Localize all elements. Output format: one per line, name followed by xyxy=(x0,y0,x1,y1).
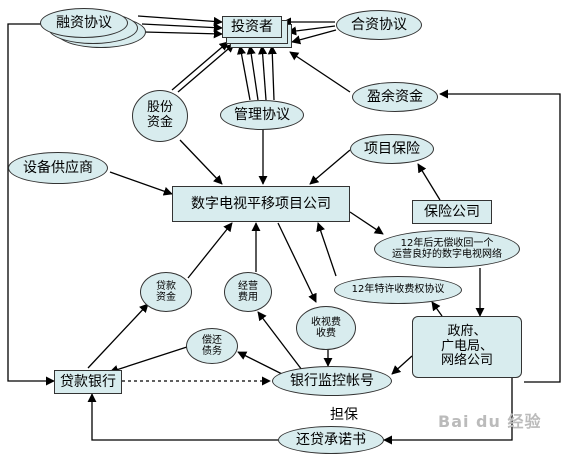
edge-equip-company xyxy=(109,171,173,196)
project-company-node: 数字电视平移项目公司 xyxy=(172,186,350,222)
repayment-commitment-label: 还贷承诺书 xyxy=(296,431,366,448)
edge-loanfund-company xyxy=(187,222,233,279)
edge-monitor-repay xyxy=(237,351,283,375)
operating-cost-label: 经营 费用 xyxy=(238,280,258,304)
equity-fund-label: 股份 资金 xyxy=(146,100,173,130)
edge-financing-investor-2 xyxy=(141,23,223,33)
financing-agreement-node: 融资协议 xyxy=(40,8,128,38)
edge-monitor-opcost xyxy=(257,311,303,371)
edge-financing-investor-1 xyxy=(137,15,223,26)
edge-equity-investor-2 xyxy=(177,43,235,93)
edge-surplus-investor xyxy=(289,51,351,93)
insurance-company-label: 保险公司 xyxy=(424,203,480,220)
subscription-fee-label: 收视费 收费 xyxy=(311,316,341,340)
subscription-fee-node: 收视费 收费 xyxy=(296,306,356,350)
charge-right-label: 12年特许收费权协议 xyxy=(351,284,445,296)
edge-equity-investor-1 xyxy=(171,41,229,91)
network-return-label: 12年后无偿收回一个 运营良好的数字电视网络 xyxy=(392,237,502,261)
edge-equity-company xyxy=(179,139,223,185)
surplus-fund-label: 盈余资金 xyxy=(367,88,423,105)
government-label: 政府、 广电局、 网络公司 xyxy=(440,323,493,369)
loan-fund-label: 贷款 资金 xyxy=(156,280,176,304)
jv-agreement-label: 合资协议 xyxy=(351,16,407,33)
insurance-company-node: 保险公司 xyxy=(412,200,492,224)
operating-cost-node: 经营 费用 xyxy=(224,272,272,312)
edge-jv-investor-3 xyxy=(291,29,337,45)
repay-debt-label: 偿还 债务 xyxy=(202,334,222,358)
repayment-commitment-node: 还贷承诺书 xyxy=(278,426,384,454)
edge-commit-bank xyxy=(87,393,278,441)
loan-fund-node: 贷款 资金 xyxy=(140,272,192,312)
edge-gov-surplus xyxy=(439,89,561,383)
edge-mgmt-investor-2 xyxy=(246,45,259,101)
edge-gov-commit xyxy=(383,375,513,445)
guarantee-label: 担保 xyxy=(330,407,358,423)
lending-bank-node: 贷款银行 xyxy=(54,370,122,394)
edge-mgmt-investor-1 xyxy=(237,45,251,101)
charge-right-node: 12年特许收费权协议 xyxy=(334,276,462,304)
bank-monitor-account-node: 银行监控帐号 xyxy=(272,366,392,396)
edge-bank-loanfund xyxy=(87,303,149,369)
edge-company-fee xyxy=(277,222,317,303)
equity-fund-node: 股份 资金 xyxy=(132,90,188,142)
edge-insco-projins xyxy=(417,163,441,201)
management-agreement-label: 管理协议 xyxy=(234,106,290,123)
edge-financing-investor-3 xyxy=(143,29,223,39)
project-insurance-node: 项目保险 xyxy=(350,134,434,164)
lending-bank-label: 贷款银行 xyxy=(60,373,116,390)
network-return-node: 12年后无偿收回一个 运营良好的数字电视网络 xyxy=(374,230,520,268)
edge-charge12-company xyxy=(316,222,337,277)
edge-financing-bank xyxy=(7,23,55,386)
investor-node: 投资者 xyxy=(222,16,282,38)
equipment-supplier-label: 设备供应商 xyxy=(23,159,93,176)
jv-agreement-node: 合资协议 xyxy=(336,10,422,40)
government-node: 政府、 广电局、 网络公司 xyxy=(412,316,522,378)
bank-monitor-account-label: 银行监控帐号 xyxy=(290,372,374,389)
project-insurance-label: 项目保险 xyxy=(364,140,420,157)
edge-mgmt-investor-4 xyxy=(267,45,277,101)
repay-debt-node: 偿还 债务 xyxy=(186,328,238,364)
edge-jv-investor-2 xyxy=(287,25,336,36)
equipment-supplier-node: 设备供应商 xyxy=(8,152,108,184)
edge-gov-monitor xyxy=(391,355,413,375)
financing-agreement-label: 融资协议 xyxy=(56,14,112,31)
edge-projins-company xyxy=(309,149,351,185)
edge-company-network12 xyxy=(349,211,384,235)
project-company-label: 数字电视平移项目公司 xyxy=(191,195,331,212)
edge-repay-bank xyxy=(109,345,191,374)
edge-gov-charge12 xyxy=(431,301,443,317)
edge-mgmt-investor-3 xyxy=(258,45,268,101)
surplus-fund-node: 盈余资金 xyxy=(352,82,438,112)
management-agreement-node: 管理协议 xyxy=(220,100,304,130)
watermark: Bai du 经验 xyxy=(438,412,542,431)
investor-label: 投资者 xyxy=(231,18,273,35)
